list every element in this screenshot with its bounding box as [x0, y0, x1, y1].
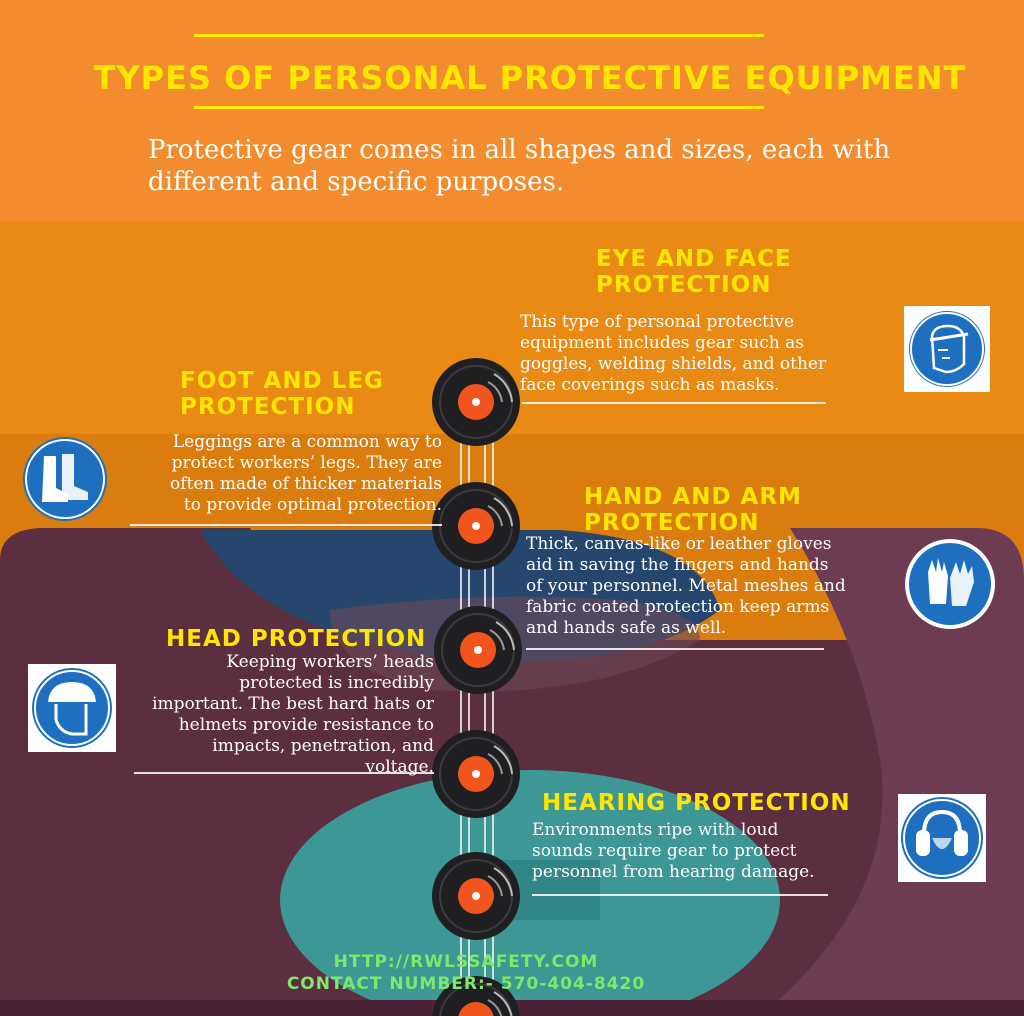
foot-protection-text: Leggings are a common way to protect wor… — [100, 432, 442, 516]
hearing-protection-title: HEARING PROTECTION — [542, 790, 851, 816]
divider — [130, 524, 442, 526]
text-line: important. The best hard hats or — [152, 694, 434, 714]
text-line: personnel from hearing damage. — [532, 862, 815, 882]
foot-protection-title: FOOT AND LEG PROTECTION — [180, 370, 384, 419]
hand-protection-text: Thick, canvas-like or leather gloves aid… — [526, 534, 906, 639]
eye-protection-title: EYE AND FACE PROTECTION — [596, 248, 792, 297]
timeline-disc — [431, 481, 521, 571]
divider — [532, 894, 828, 896]
website-url[interactable]: HTTP://RWLSSAFETY.COM — [333, 952, 599, 972]
head-protection-title: HEAD PROTECTION — [166, 626, 427, 652]
title-rule-bottom — [194, 106, 764, 109]
page-subtitle: Protective gear comes in all shapes and … — [148, 134, 968, 198]
timeline-disc — [431, 358, 521, 447]
hearing-protection-text: Environments ripe with loud sounds requi… — [532, 820, 912, 883]
contact-number: CONTACT NUMBER:- 570-404-8420 — [286, 974, 646, 994]
text-line: aid in saving the fingers and hands — [526, 555, 829, 575]
text-line: sounds require gear to protect — [532, 841, 797, 861]
text-line: This type of personal protective — [520, 312, 795, 332]
title-line: PROTECTION — [584, 510, 760, 536]
face-shield-icon — [904, 306, 990, 392]
title-line: PROTECTION — [596, 272, 772, 298]
timeline-discs — [431, 358, 523, 1016]
text-line: equipment includes gear such as — [520, 333, 804, 353]
title-line: PROTECTION — [180, 394, 356, 420]
eye-protection-text: This type of personal protective equipme… — [520, 312, 900, 396]
gloves-icon — [904, 538, 996, 630]
timeline-disc — [431, 851, 521, 941]
divider — [526, 648, 824, 650]
divider — [134, 772, 434, 774]
title-line: EYE AND FACE — [596, 246, 792, 272]
ear-muffs-icon — [898, 794, 986, 882]
hand-protection-title: HAND AND ARM PROTECTION — [584, 486, 802, 535]
text-line: fabric coated protection keep arms — [526, 597, 830, 617]
head-protection-text: Keeping workers’ heads protected is incr… — [100, 652, 434, 778]
subtitle-line: Protective gear comes in all shapes and … — [148, 135, 891, 165]
text-line: face coverings such as masks. — [520, 375, 780, 395]
text-line: Keeping workers’ heads — [226, 652, 434, 672]
text-line: Thick, canvas-like or leather gloves — [526, 534, 832, 554]
text-line: to provide optimal protection. — [183, 495, 442, 515]
text-line: often made of thicker materials — [170, 474, 442, 494]
text-line: impacts, penetration, and — [212, 736, 434, 756]
title-line: HAND AND ARM — [584, 484, 802, 510]
text-line: goggles, welding shields, and other — [520, 354, 827, 374]
subtitle-line: different and specific purposes. — [148, 167, 565, 197]
timeline-disc — [433, 605, 523, 695]
text-line: helmets provide resistance to — [178, 715, 434, 735]
timeline-disc — [431, 729, 521, 819]
text-line: and hands safe as well. — [526, 618, 727, 638]
text-line: of your personnel. Metal meshes and — [526, 576, 846, 596]
text-line: protect workers’ legs. They are — [171, 453, 442, 473]
divider — [522, 402, 826, 404]
title-rule-top — [194, 34, 764, 37]
text-line: Environments ripe with loud — [532, 820, 779, 840]
hard-hat-icon — [28, 664, 116, 752]
page-title: TYPES OF PERSONAL PROTECTIVE EQUIPMENT — [93, 59, 967, 97]
text-line: voltage. — [365, 757, 434, 777]
text-line: protected is incredibly — [239, 673, 434, 693]
text-line: Leggings are a common way to — [172, 432, 442, 452]
boots-icon — [22, 436, 108, 522]
title-line: FOOT AND LEG — [180, 368, 384, 394]
